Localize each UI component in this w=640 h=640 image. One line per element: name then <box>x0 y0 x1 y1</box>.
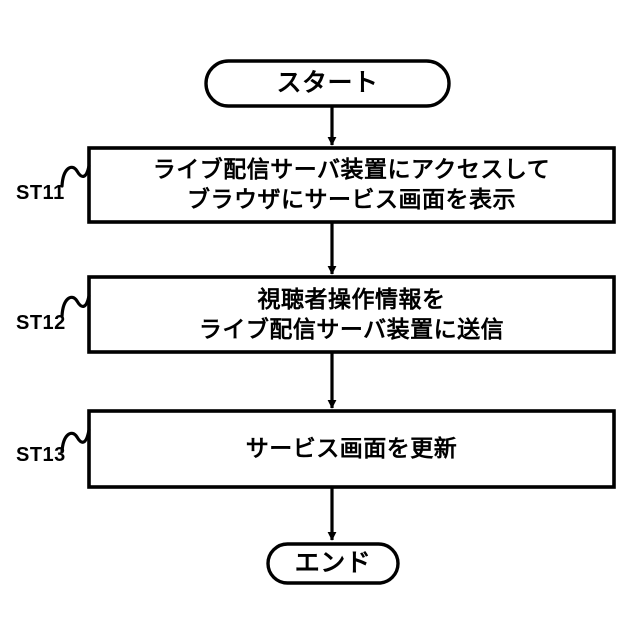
leader-squiggle-st13 <box>60 428 91 454</box>
end-terminator-shape <box>266 542 400 585</box>
step-tag-st13: ST13 <box>16 444 66 466</box>
process-box-st13-shape <box>87 409 616 489</box>
leader-squiggle-st11 <box>60 164 91 188</box>
step-tag-st11: ST11 <box>16 182 65 204</box>
start-terminator-shape <box>204 59 451 108</box>
leader-squiggle-st12 <box>60 294 91 318</box>
step-tag-st12: ST12 <box>16 312 66 334</box>
process-box-st12-shape <box>87 275 616 354</box>
process-box-st11-shape <box>87 146 616 224</box>
